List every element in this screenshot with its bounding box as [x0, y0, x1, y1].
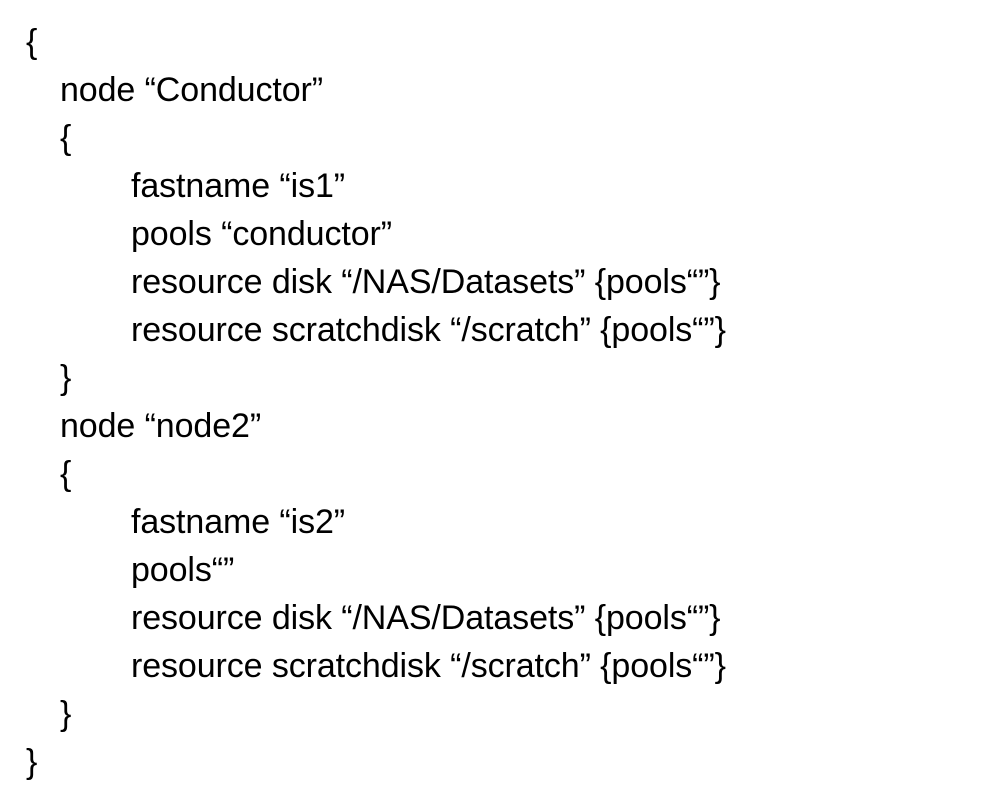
config-line: pools“”: [131, 551, 235, 589]
config-line: {: [60, 119, 72, 157]
config-line: }: [60, 695, 72, 733]
config-line: node “node2”: [60, 407, 262, 445]
config-line: resource scratchdisk “/scratch” {pools“”…: [131, 647, 726, 685]
config-line: node “Conductor”: [60, 71, 323, 109]
config-line: resource scratchdisk “/scratch” {pools“”…: [131, 311, 726, 349]
config-line: fastname “is2”: [131, 503, 346, 541]
config-line: fastname “is1”: [131, 167, 346, 205]
config-line: pools “conductor”: [131, 215, 392, 253]
config-line: {: [26, 23, 38, 61]
config-line: }: [60, 359, 72, 397]
config-line: {: [60, 455, 72, 493]
config-file-listing: { node “Conductor” { fastname “is1” pools “c…: [26, 23, 726, 781]
config-line: }: [26, 743, 38, 781]
config-line: resource disk “/NAS/Datasets” {pools“”}: [131, 599, 721, 637]
config-line: resource disk “/NAS/Datasets” {pools“”}: [131, 263, 721, 301]
